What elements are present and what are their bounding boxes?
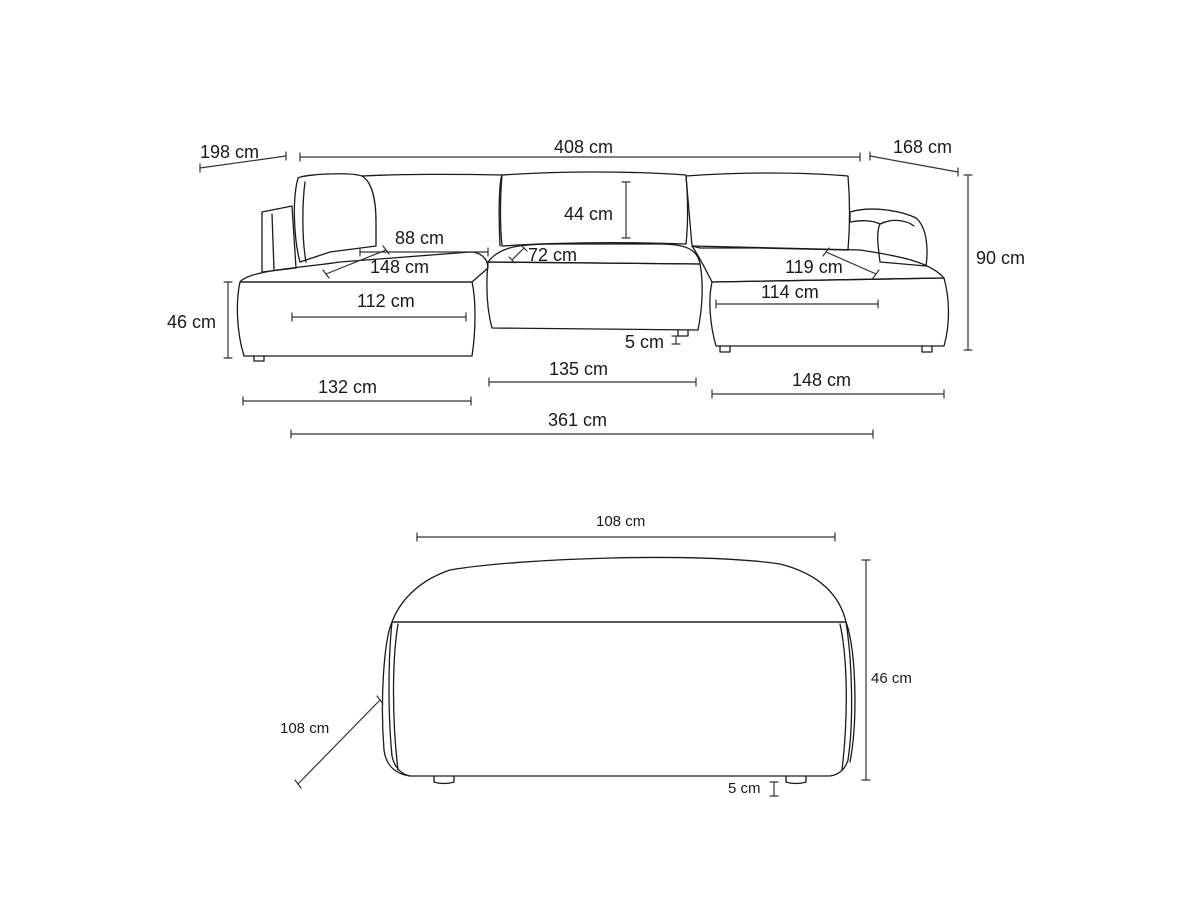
right-back-cushion — [685, 172, 851, 251]
label-middle-seat-depth: 72 cm — [528, 245, 577, 265]
dim-tick — [520, 244, 528, 252]
label-total-height: 90 cm — [976, 248, 1025, 268]
ottoman-dimension-lines — [294, 532, 871, 797]
label-ottoman-leg-height: 5 cm — [728, 780, 761, 797]
middle-module-front — [486, 261, 703, 331]
label-total-back-width: 408 cm — [554, 137, 613, 157]
left-leg-1 — [253, 355, 265, 362]
label-ottoman-width: 108 cm — [596, 513, 645, 530]
dim-line-middle-seat-depth — [511, 247, 525, 261]
label-front-total-width: 361 cm — [548, 410, 607, 430]
dim-line-ottoman-depth — [297, 699, 381, 785]
dim-tick — [872, 269, 880, 279]
ottoman-right-seam — [839, 623, 847, 771]
sofa-dimension-lines — [199, 151, 973, 439]
left-armrest-inner — [271, 213, 275, 271]
dim-line-left-depth — [199, 155, 287, 169]
sofa-drawing — [236, 171, 950, 362]
label-chaise-seat-width: 88 cm — [395, 228, 444, 248]
left-chaise-front — [236, 281, 476, 357]
ottoman-drawing — [381, 556, 856, 785]
dim-tick — [376, 695, 384, 705]
left-back-cushion-seam — [302, 181, 307, 263]
back-frame-right — [498, 174, 503, 247]
label-chaise-depth-left: 148 cm — [370, 257, 429, 277]
ottoman-leg-right — [785, 775, 807, 785]
label-left-front-width: 112 cm — [357, 291, 415, 311]
left-back-cushion — [293, 173, 377, 263]
middle-seat-top — [487, 243, 701, 265]
label-right-module-width: 148 cm — [792, 370, 851, 390]
right-armrest — [849, 208, 928, 267]
label-middle-module-width: 135 cm — [549, 359, 608, 379]
label-left-depth: 198 cm — [200, 142, 259, 162]
center-back-cushion — [499, 171, 689, 247]
label-seat-height: 46 cm — [167, 312, 216, 332]
label-ottoman-height: 46 cm — [871, 670, 912, 687]
ottoman-front-face — [388, 621, 853, 777]
ottoman-left-side — [381, 621, 411, 777]
ottoman-top — [391, 556, 847, 623]
dim-tick — [382, 245, 390, 255]
sofa-dimension-labels: 198 cm 408 cm 168 cm 44 cm 90 cm 88 cm 1… — [167, 137, 1025, 430]
back-frame-left — [361, 173, 503, 177]
middle-leg — [677, 329, 689, 337]
dim-tick — [294, 779, 302, 789]
label-leg-height: 5 cm — [625, 332, 664, 352]
dim-line-chaise-depth-left — [325, 249, 387, 275]
label-ottoman-depth: 108 cm — [280, 720, 329, 737]
dim-tick — [822, 247, 830, 257]
right-armrest-curve — [879, 219, 915, 227]
label-chaise-depth-right: 119 cm — [785, 257, 843, 277]
right-chaise-front — [709, 277, 950, 347]
ottoman-leg-left — [433, 775, 455, 785]
label-cushion-height: 44 cm — [564, 204, 613, 224]
dim-tick — [322, 269, 330, 279]
ottoman-right-side — [845, 621, 856, 763]
label-right-front-width: 114 cm — [761, 282, 819, 302]
dim-line-chaise-depth-right — [825, 251, 877, 275]
label-right-depth: 168 cm — [893, 137, 952, 157]
right-leg-2 — [921, 345, 933, 353]
left-chaise-seat-top — [239, 251, 489, 283]
left-armrest — [261, 205, 297, 273]
right-leg-1 — [719, 345, 731, 353]
label-left-module-width: 132 cm — [318, 377, 377, 397]
dim-tick — [508, 256, 516, 264]
ottoman-left-seam — [392, 623, 399, 771]
dim-line-right-depth — [869, 155, 959, 173]
ottoman-dimension-labels: 108 cm 46 cm 108 cm 5 cm — [280, 513, 912, 797]
